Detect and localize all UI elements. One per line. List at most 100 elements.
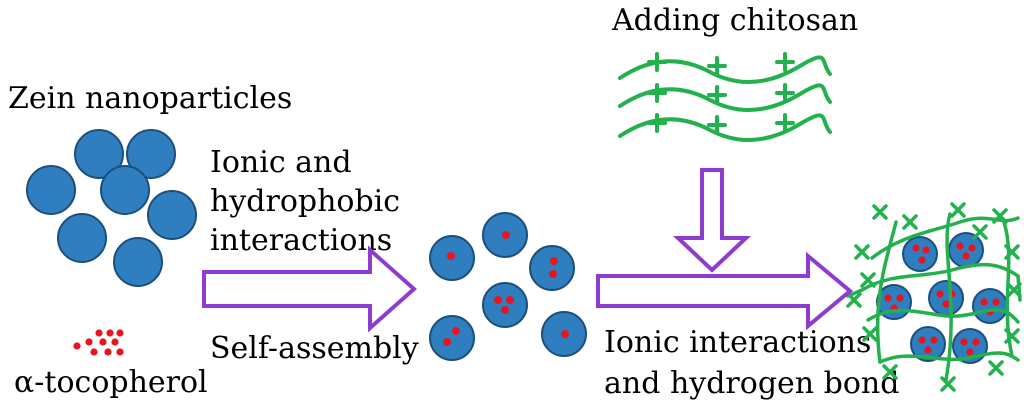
tocopherol-droplet-10 (116, 348, 124, 356)
zein-particle-5 (147, 190, 197, 240)
coating-chain-6 (944, 212, 953, 382)
loaded-particle-3 (529, 245, 575, 291)
chitosan-chain-3 (618, 113, 832, 142)
tocopherol-droplet-2 (106, 329, 114, 337)
arrow-coating (596, 251, 854, 331)
loaded-particle-3-droplet-1 (550, 257, 558, 265)
tocopherol-droplet-6 (111, 338, 119, 346)
tocopherol-cluster (73, 329, 124, 356)
coating-charge-mark-12 (940, 376, 956, 392)
zein-particle-3 (26, 165, 76, 215)
loaded-particle-4-droplet-3 (501, 306, 509, 314)
coated-particle-7-droplet-3 (966, 348, 974, 356)
coating-chain-3 (866, 308, 1020, 324)
coated-particle-2-droplet-3 (962, 252, 970, 260)
coated-particle-3-droplet-2 (896, 294, 904, 302)
coating-charge-mark-5 (854, 244, 870, 260)
label-step1-line2: hydrophobic (210, 184, 400, 219)
label-self-assembly: Self-assembly (210, 331, 419, 366)
chitosan-chain-2 (618, 83, 832, 112)
coating-charge-mark-3 (950, 202, 966, 218)
arrow-self-assembly (202, 245, 418, 333)
chitosan-chains (618, 52, 832, 142)
coating-charge-mark-9 (862, 326, 878, 342)
coating-charge-mark-7 (846, 292, 862, 308)
coated-particle-3-droplet-1 (884, 294, 892, 302)
chitosan-plus-charge-4 (647, 83, 667, 103)
coating-charge-mark-14 (860, 272, 876, 288)
tocopherol-droplet-1 (95, 329, 103, 337)
coated-particle-2 (948, 232, 984, 268)
tocopherol-droplet-8 (90, 348, 98, 356)
loaded-particle-5-droplet-1 (452, 327, 460, 335)
loaded-particle-4-droplet-1 (494, 296, 502, 304)
loaded-particle-4-droplet-2 (506, 296, 514, 304)
loaded-particle-6-droplet-1 (561, 330, 569, 338)
loaded-particle-5 (429, 315, 475, 361)
coated-particle-1-droplet-2 (922, 246, 930, 254)
tocopherol-droplet-9 (104, 348, 112, 356)
coating-charge-mark-8 (1006, 282, 1022, 298)
tocopherol-droplet-3 (116, 329, 124, 337)
label-adding-chitosan: Adding chitosan (611, 3, 858, 38)
coated-particle-6 (910, 326, 946, 362)
coated-particle-6-droplet-1 (918, 336, 926, 344)
tocopherol-droplet-5 (99, 338, 107, 346)
coating-charge-mark-10 (1004, 328, 1020, 344)
coated-particle-7-droplet-2 (972, 338, 980, 346)
chitosan-plus-charge-3 (775, 52, 795, 72)
coated-particle-5-droplet-1 (980, 298, 988, 306)
coated-particle-1-droplet-3 (918, 256, 926, 264)
loaded-particle-1-droplet-1 (447, 252, 455, 260)
chitosan-plus-charge-5 (707, 85, 727, 105)
coated-particle-1 (902, 236, 938, 272)
coating-charge-mark-1 (872, 204, 888, 220)
label-zein-nanoparticles: Zein nanoparticles (8, 81, 292, 116)
coating-charge-mark-11 (882, 364, 898, 380)
chitosan-plus-charge-1 (647, 52, 667, 72)
chitosan-plus-charge-2 (707, 56, 727, 76)
coated-particle-4-droplet-3 (942, 300, 950, 308)
coating-charge-mark-4 (992, 208, 1008, 224)
chitosan-coated-nanoparticles (846, 202, 1022, 392)
coated-particle-5-droplet-2 (992, 298, 1000, 306)
coating-charge-mark-13 (988, 360, 1004, 376)
chitosan-plus-charge-6 (775, 83, 795, 103)
coated-particle-2-droplet-2 (968, 244, 976, 252)
coated-particle-6-droplet-2 (930, 336, 938, 344)
arrow-adding-chitosan (672, 168, 752, 273)
coating-charge-mark-15 (972, 224, 988, 240)
coated-particle-7-droplet-1 (960, 338, 968, 346)
zein-particle-7 (113, 237, 163, 287)
chitosan-plus-charge-7 (647, 113, 667, 133)
zein-nanoparticles-cluster (26, 129, 197, 287)
coating-charge-mark-2 (902, 214, 918, 230)
chitosan-plus-charge-8 (707, 115, 727, 135)
coated-particle-2-droplet-1 (956, 242, 964, 250)
zein-particle-6 (57, 213, 107, 263)
chitosan-plus-charge-9 (775, 113, 795, 133)
coating-chain-5 (875, 220, 898, 364)
loaded-particle-2-droplet-1 (502, 231, 510, 239)
label-step1-line1: Ionic and (210, 145, 352, 180)
coating-charge-mark-6 (1004, 244, 1020, 260)
coating-chain-4 (878, 351, 1020, 364)
label-step2-line1: Ionic interactions (604, 325, 871, 360)
label-step2-line2: and hydrogen bond (604, 366, 899, 401)
loaded-particle-5-droplet-2 (443, 338, 451, 346)
loaded-nanoparticles-cluster (429, 212, 587, 361)
coated-particle-1-droplet-1 (912, 244, 920, 252)
zein-particle-1 (74, 129, 124, 179)
label-alpha-tocopherol: α-tocopherol (14, 365, 208, 400)
coated-particle-6-droplet-3 (924, 346, 932, 354)
coated-particle-5 (972, 288, 1008, 324)
zein-particle-4 (100, 165, 150, 215)
loaded-particle-4 (482, 282, 528, 328)
tocopherol-droplet-7 (73, 342, 81, 350)
coating-chain-2 (860, 262, 1020, 292)
process-arrows (202, 168, 854, 333)
zein-particle-2 (126, 129, 176, 179)
tocopherol-droplet-4 (85, 338, 93, 346)
